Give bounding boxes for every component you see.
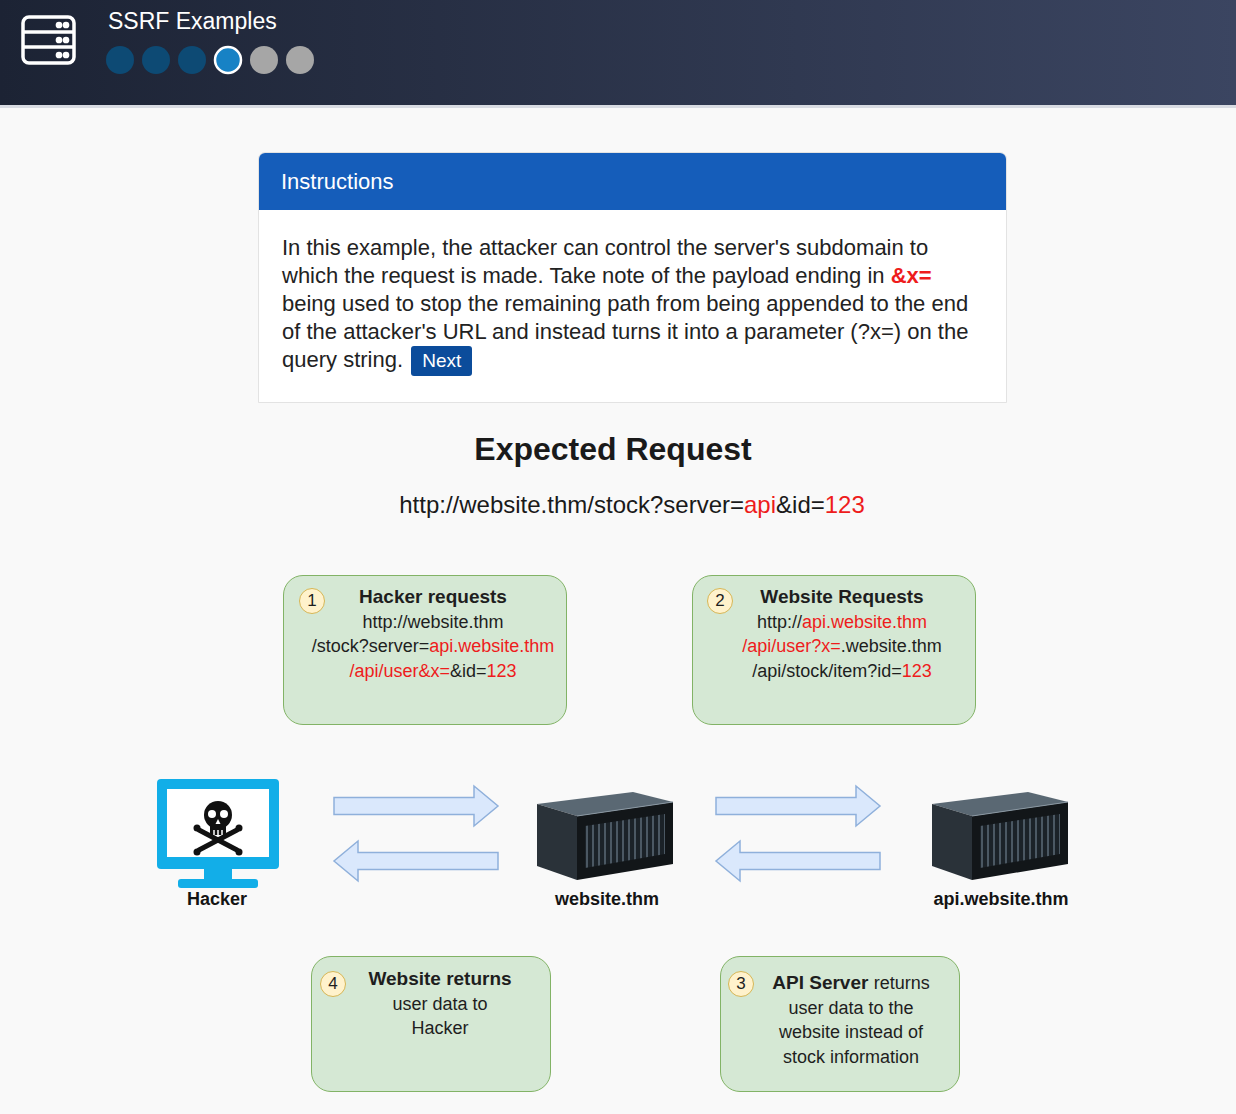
node-text: Website Requests	[760, 586, 923, 607]
instructions-panel: Instructions In this example, the attacke…	[258, 152, 1007, 403]
block-arrow	[716, 841, 880, 881]
block-arrow	[716, 786, 880, 826]
url-part: &id=	[776, 491, 825, 518]
step-box: Hacker requests http://website.thm/stock?…	[283, 575, 567, 725]
hacker-monitor	[157, 779, 279, 888]
callout-number: 3	[728, 971, 754, 997]
progress-dots	[106, 46, 314, 74]
block-arrow	[334, 841, 498, 881]
server-node: website.thm	[502, 775, 712, 915]
node-text: Instructions	[281, 169, 394, 194]
step-box: API Serverreturns user data to the websi…	[720, 956, 960, 1092]
node-text: http://	[757, 612, 802, 632]
node-text: 2	[715, 591, 724, 610]
node-text: user data to Hacker	[392, 994, 487, 1039]
node-text: api.website.thm	[884, 888, 1118, 910]
node-text: Website returns	[368, 968, 511, 989]
node-text: 1	[307, 591, 316, 610]
node-text: 123	[487, 661, 517, 681]
node-text: being used to stop the remaining path fr…	[282, 291, 968, 372]
callout-number: 1	[299, 588, 325, 614]
callout-number: 2	[707, 588, 733, 614]
node-text: api.website.thm	[802, 612, 927, 632]
node-text: Next	[422, 350, 461, 371]
node-text: /api/stock/item?id=	[752, 661, 902, 681]
node-text: website.thm	[502, 888, 712, 910]
node-text: Hacker	[104, 888, 330, 910]
server-picture	[932, 792, 1068, 880]
node-text: /api/user?x=	[742, 636, 841, 656]
node-text: api.website.thm	[429, 636, 554, 656]
node-text: /stock?server=	[312, 636, 430, 656]
callout-number: 4	[320, 971, 346, 997]
node-text: In this example, the attacker can contro…	[282, 235, 928, 288]
node-text: .website.thm	[841, 636, 942, 656]
node-text: 3	[736, 974, 745, 993]
node-text: &id=	[450, 661, 487, 681]
hacker-node: Hacker	[104, 775, 330, 915]
node-text: Hacker requests	[359, 586, 507, 607]
url-part: api	[744, 491, 776, 518]
next-button: Next	[411, 346, 472, 376]
step-box: Website returns user data to Hacker 4	[311, 956, 551, 1092]
node-text: 4	[328, 974, 337, 993]
block-arrow	[334, 786, 498, 826]
url-part: 123	[825, 491, 865, 518]
server-picture	[537, 792, 673, 880]
step-box: Website Requests http://api.website.thm/a…	[692, 575, 976, 725]
server-node: api.website.thm	[884, 775, 1118, 915]
header-bar	[0, 0, 1236, 105]
node-text: &x=	[891, 263, 932, 288]
server-icon	[23, 17, 74, 63]
section-heading: Expected Request	[474, 431, 751, 467]
url-part: http://website.thm/stock?server=	[399, 491, 744, 518]
node-text: 123	[902, 661, 932, 681]
page-title: SSRF Examples	[108, 8, 277, 35]
node-text: http://website.thm	[362, 612, 503, 632]
node-text: API Server	[772, 972, 868, 993]
node-text: /api/user&x=	[349, 661, 450, 681]
